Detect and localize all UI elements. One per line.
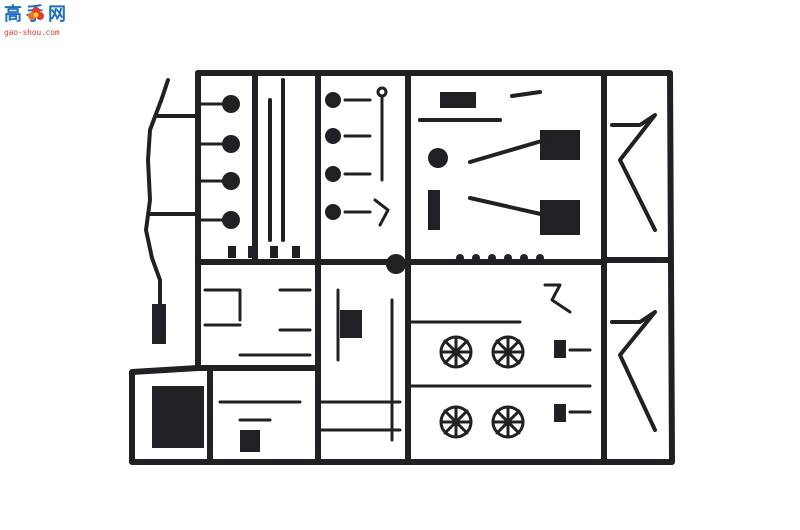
spoked-wheels — [408, 320, 592, 439]
right-bracket-lower — [610, 310, 657, 432]
left-arm-part — [144, 78, 200, 344]
radiator-block — [152, 386, 260, 452]
sprue-frame — [129, 70, 675, 465]
right-bracket-upper — [610, 113, 657, 232]
wheel-column — [198, 102, 232, 222]
flower-icon — [28, 7, 44, 20]
watermark-logo: 高手网 gao-shou.com — [4, 4, 70, 38]
watermark-domain: gao-shou.com — [4, 28, 60, 37]
